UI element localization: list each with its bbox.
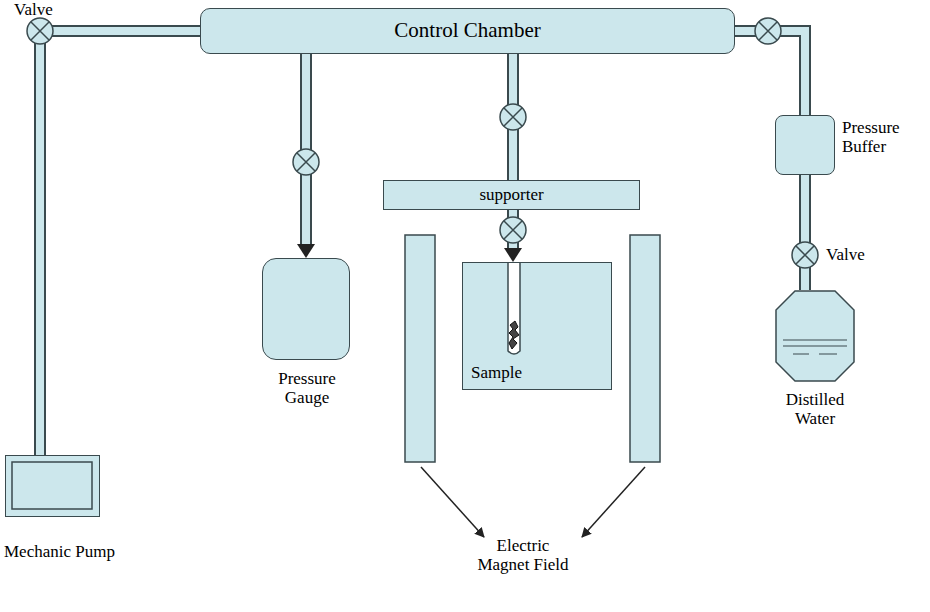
valve-symbol [792, 242, 818, 268]
node-text: Pressure Buffer [842, 118, 912, 156]
water-flask: Distilled Water [775, 290, 855, 382]
gauge-box: Pressure Gauge [262, 258, 350, 360]
magnet-pole [630, 235, 660, 462]
supporter-bar: supporter [383, 180, 640, 210]
node-text: Pressure Gauge [267, 369, 347, 407]
pump-frame [12, 462, 92, 509]
sample-piece [509, 321, 519, 349]
flask-outline [776, 291, 854, 381]
arrow-head [504, 248, 522, 262]
leader-arrow [421, 467, 484, 537]
pipe-bore [40, 31, 200, 455]
chamber-box: Control Chamber [200, 8, 735, 54]
pump-shape [6, 456, 99, 516]
water-surface [783, 340, 847, 354]
octagon-shape [775, 290, 855, 382]
pump-box: Mechanic Pump [5, 455, 100, 517]
arrow-head [297, 244, 315, 258]
node-text: Mechanic Pump [4, 542, 115, 561]
node-text: supporter [479, 185, 543, 204]
magnet-label: Electric Magnet Field [473, 536, 573, 574]
sample-tube [508, 263, 520, 354]
pipe-connector [40, 31, 200, 455]
valve-label: Valve [826, 245, 865, 264]
buffer-box: Pressure Buffer [775, 115, 835, 175]
node-text: Sample [471, 363, 522, 382]
valve-symbol [293, 149, 319, 175]
valve-symbol [500, 104, 526, 130]
valve-label: Valve [14, 0, 53, 19]
pipe-wall [799, 175, 811, 290]
magnet-pole [405, 235, 435, 462]
node-text: Control Chamber [394, 19, 540, 43]
valve-symbol [755, 18, 781, 44]
pipe-connector [805, 175, 806, 290]
node-text: Distilled Water [770, 390, 860, 428]
pipe-bore [801, 175, 809, 290]
valve-symbol [500, 217, 526, 243]
pipe-wall [40, 31, 200, 455]
valve-symbol [27, 18, 53, 44]
leader-arrow [582, 467, 645, 537]
sample-box: Sample [462, 262, 612, 390]
